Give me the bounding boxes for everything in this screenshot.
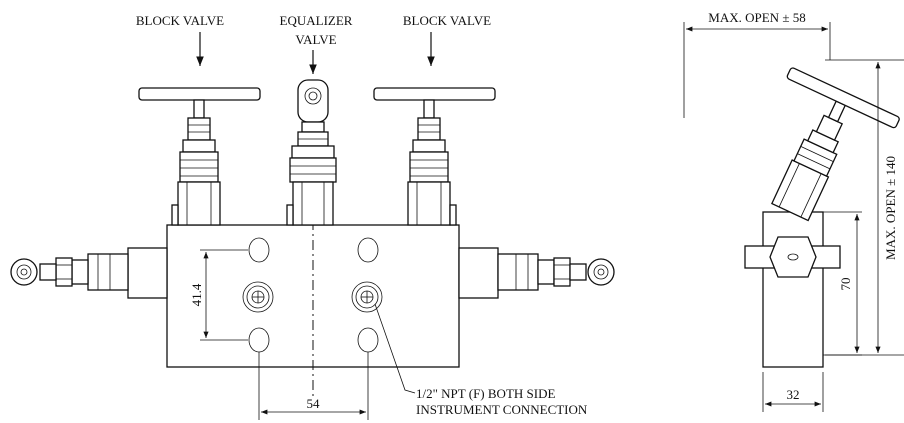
right-vent-connection: [497, 253, 615, 291]
left-block-valve: [138, 87, 261, 226]
dim-text-41-4: 41.4: [189, 283, 204, 306]
label-block-valve-left: BLOCK VALVE: [136, 13, 224, 28]
instrument-port-left: [242, 281, 274, 313]
equalizer-valve: [286, 79, 337, 226]
label-equalizer-line1: EQUALIZER: [280, 13, 353, 28]
label-block-valve-right: BLOCK VALVE: [403, 13, 491, 28]
dim-text-54: 54: [307, 396, 321, 411]
dim-41-4: 41.4: [189, 249, 248, 341]
right-block-valve: [373, 87, 496, 226]
side-view: MAX. OPEN ± 58 MAX. OPEN ± 140 70 32: [683, 10, 904, 412]
dim-text-32: 32: [787, 387, 800, 402]
front-view: BLOCK VALVE EQUALIZER VALVE BLOCK VALVE …: [10, 13, 615, 420]
side-angled-valve: [771, 67, 900, 222]
dim-text-max-open-140: MAX. OPEN ± 140: [883, 156, 898, 260]
right-pad: [458, 247, 499, 299]
instrument-port-right: [351, 281, 383, 313]
left-pad: [127, 247, 168, 299]
dim-text-max-open-58: MAX. OPEN ± 58: [708, 10, 805, 25]
label-connection-line2: INSTRUMENT CONNECTION: [416, 402, 588, 417]
dim-54: 54: [258, 352, 369, 420]
left-vent-connection: [10, 253, 129, 291]
dim-text-70: 70: [838, 278, 853, 291]
label-equalizer-line2: VALVE: [295, 32, 336, 47]
side-body: [762, 211, 824, 368]
label-connection-line1: 1/2" NPT (F) BOTH SIDE: [416, 386, 555, 401]
